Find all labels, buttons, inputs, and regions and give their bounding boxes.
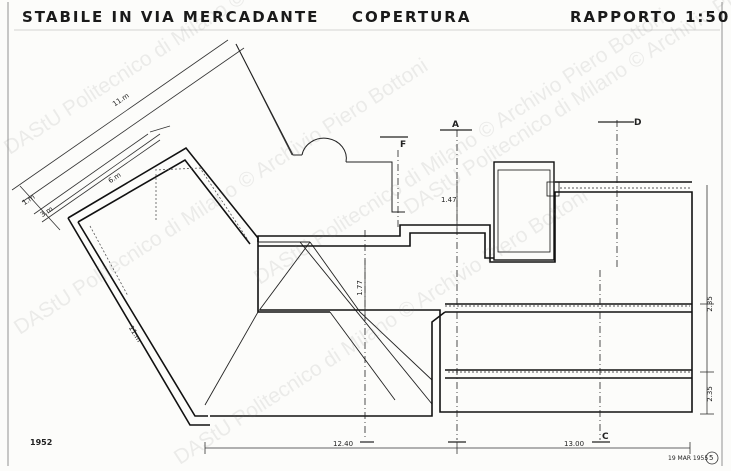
sheet-number-circle: [705, 451, 719, 465]
drawing-scale: RAPPORTO 1:50: [570, 8, 731, 26]
diagonal-dimension-lines: [11, 39, 293, 231]
roof-hips: [204, 241, 433, 406]
bottom-dimension-line: [204, 442, 691, 454]
diagonal-wing-dashed: [89, 167, 249, 297]
dashed-parapets: [445, 187, 690, 373]
drawing-year: 1952: [30, 438, 53, 447]
diagonal-wing: [67, 146, 330, 426]
dimension-label: 1.47: [441, 196, 457, 204]
dimension-label: 2.35: [705, 296, 714, 312]
drawing-subject: COPERTURA: [352, 8, 472, 26]
dimension-label: 12.40: [333, 440, 354, 448]
main-block-outline: [210, 181, 693, 417]
section-arrows: [360, 121, 634, 443]
dimension-label: 1.77: [355, 280, 364, 296]
section-cut-lines: [364, 120, 618, 440]
section-marker-d: D: [634, 118, 642, 128]
section-marker-a: A: [452, 120, 459, 130]
sheet-number: 5: [709, 454, 714, 462]
stair-tower: [493, 161, 560, 261]
drawing-title: STABILE IN VIA MERCADANTE: [22, 8, 320, 26]
date-stamp: 19 MAR 1955: [668, 455, 709, 462]
upper-outline: [235, 43, 405, 213]
right-dimension-line: [700, 185, 714, 415]
section-marker-f: F: [400, 140, 407, 150]
dimension-label: 13.00: [564, 440, 585, 448]
section-marker-c: C: [602, 432, 609, 442]
interior-dimension-lines: [364, 180, 458, 320]
dimension-label: 2.35: [705, 386, 714, 402]
